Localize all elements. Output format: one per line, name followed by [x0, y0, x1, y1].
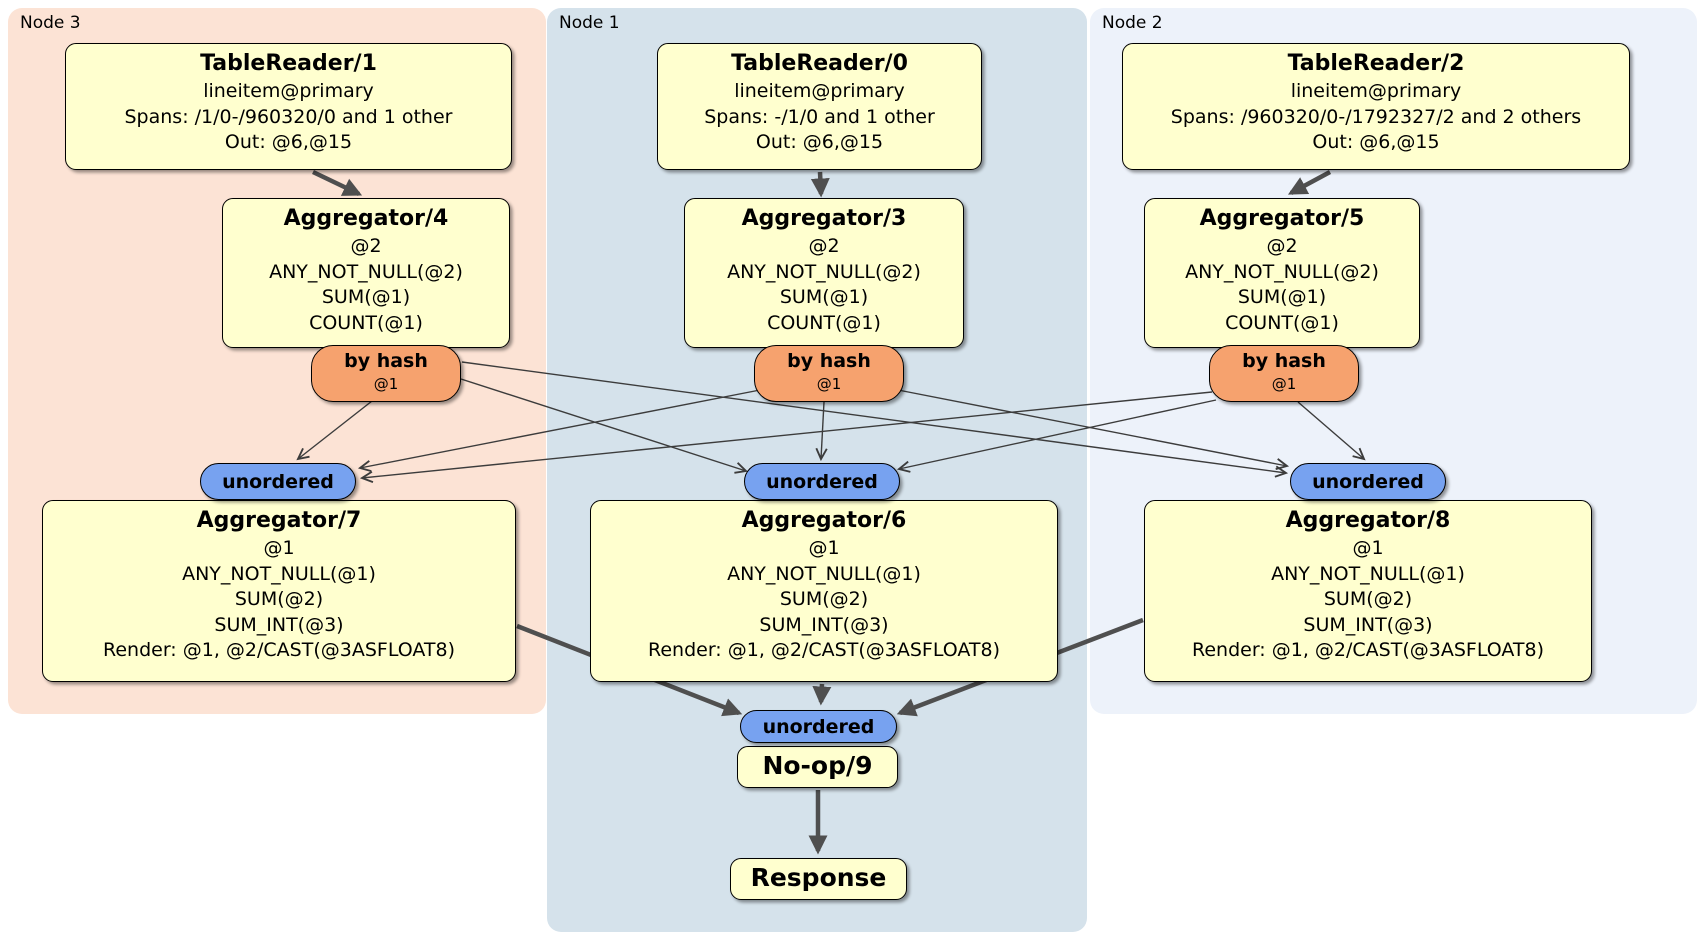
processor-title-noop: No-op/9 [762, 751, 873, 780]
processor-title-agg4: Aggregator/4 [283, 206, 449, 231]
group-node3-label: Node 3 [20, 13, 81, 33]
processor-line-agg8-4: Render: @1, @2/CAST(@3ASFLOAT8) [1192, 639, 1544, 661]
processor-line-tr2-1: Spans: /960320/0-/1792327/2 and 2 others [1170, 105, 1582, 128]
processor-line-tr0-1: Spans: -/1/0 and 1 other [704, 105, 935, 128]
stream-u6: unordered [744, 463, 900, 500]
processor-title-agg7: Aggregator/7 [196, 508, 362, 533]
processor-line-tr2-2: Out: @6,@15 [1312, 131, 1440, 153]
processor-line-tr1-0: lineitem@primary [203, 80, 374, 102]
router-bh3: by hash @1 [754, 345, 904, 402]
processor-line-agg5-3: COUNT(@1) [1225, 311, 1339, 334]
router-bh5: by hash @1 [1209, 345, 1359, 402]
processor-line-agg8-0: @1 [1352, 537, 1384, 559]
processor-line-agg6-2: SUM(@2) [779, 588, 869, 610]
processor-title-agg5: Aggregator/5 [1199, 206, 1365, 231]
processor-line-agg7-0: @1 [263, 537, 295, 559]
processor-line-agg6-3: SUM_INT(@3) [759, 613, 889, 636]
processor-line-tr2-0: lineitem@primary [1290, 80, 1462, 102]
processor-title-tr2: TableReader/2 [1287, 51, 1465, 76]
router-sublabel-bh5: @1 [1271, 375, 1297, 393]
processor-line-tr0-2: Out: @6,@15 [755, 131, 884, 153]
processor-line-agg5-2: SUM(@1) [1237, 286, 1327, 308]
processor-box-resp: Response [730, 858, 907, 900]
router-label-bh4: by hash [344, 350, 428, 372]
stream-ub: unordered [740, 710, 897, 743]
stream-u7: unordered [200, 463, 356, 500]
stream-u8: unordered [1290, 463, 1446, 500]
router-sublabel-bh4: @1 [373, 375, 399, 393]
processor-line-agg6-4: Render: @1, @2/CAST(@3ASFLOAT8) [648, 639, 1000, 661]
processor-title-tr1: TableReader/1 [200, 51, 377, 76]
processor-title-agg3: Aggregator/3 [741, 206, 907, 231]
processor-title-tr0: TableReader/0 [731, 51, 908, 76]
router-label-bh3: by hash [787, 350, 871, 372]
processor-line-agg8-3: SUM_INT(@3) [1303, 613, 1433, 636]
processor-title-resp: Response [750, 863, 887, 892]
router-bh4: by hash @1 [311, 345, 461, 402]
processor-line-agg6-0: @1 [808, 537, 840, 559]
processor-line-agg8-1: ANY_NOT_NULL(@1) [1271, 562, 1465, 585]
processor-line-tr0-0: lineitem@primary [734, 80, 905, 102]
processor-line-agg5-1: ANY_NOT_NULL(@2) [1185, 260, 1379, 283]
processor-line-agg5-0: @2 [1266, 235, 1298, 257]
router-label-bh5: by hash [1242, 350, 1326, 372]
processor-line-agg7-1: ANY_NOT_NULL(@1) [182, 562, 376, 585]
processor-line-agg3-3: COUNT(@1) [767, 311, 881, 334]
processor-line-agg7-3: SUM_INT(@3) [214, 613, 344, 636]
processor-line-agg3-0: @2 [808, 235, 840, 257]
processor-line-tr1-2: Out: @6,@15 [224, 131, 353, 153]
processor-line-agg7-4: Render: @1, @2/CAST(@3ASFLOAT8) [103, 639, 455, 661]
processor-line-agg3-2: SUM(@1) [779, 286, 869, 308]
group-node1-label: Node 1 [559, 13, 620, 33]
processor-line-agg3-1: ANY_NOT_NULL(@2) [727, 260, 921, 283]
processor-line-agg4-1: ANY_NOT_NULL(@2) [269, 260, 463, 283]
processor-line-agg4-0: @2 [350, 235, 382, 257]
processor-title-agg8: Aggregator/8 [1285, 508, 1451, 533]
processor-line-agg4-3: COUNT(@1) [309, 311, 423, 334]
processor-line-agg7-2: SUM(@2) [234, 588, 324, 610]
processor-line-tr1-1: Spans: /1/0-/960320/0 and 1 other [124, 105, 453, 128]
processor-title-agg6: Aggregator/6 [741, 508, 907, 533]
processor-line-agg4-2: SUM(@1) [321, 286, 411, 308]
router-sublabel-bh3: @1 [816, 375, 842, 393]
group-node2-label: Node 2 [1102, 13, 1163, 33]
processor-line-agg6-1: ANY_NOT_NULL(@1) [727, 562, 921, 585]
processor-line-agg8-2: SUM(@2) [1323, 588, 1413, 610]
processor-box-noop: No-op/9 [737, 746, 898, 788]
